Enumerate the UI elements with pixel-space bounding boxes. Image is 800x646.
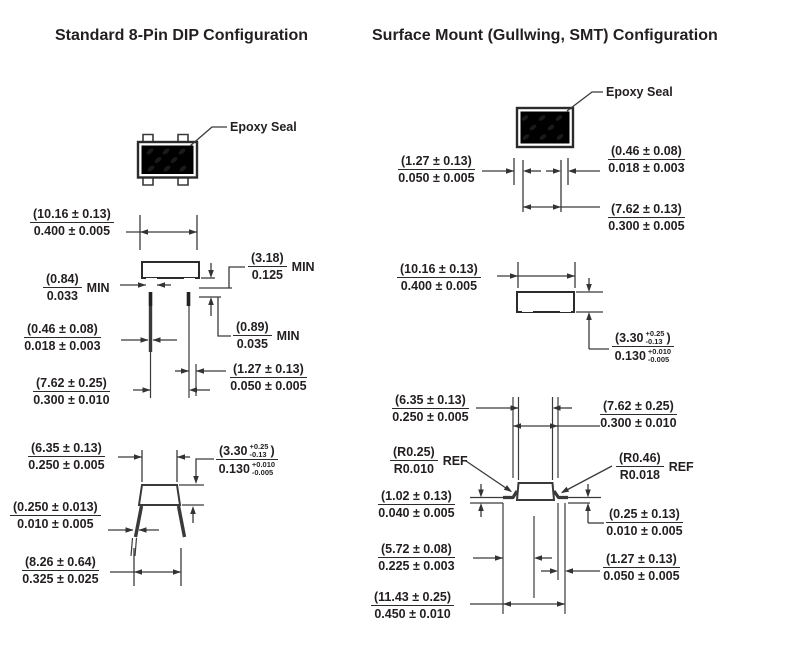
dim-dip-lead-length-min: (3.18)0.125 MIN [248,251,315,282]
dim-smt-bend-radius-inner: (R0.25)R0.010 REF [390,445,468,476]
smt-top-view [515,91,603,158]
dim-smt-standoff: (1.02 ± 0.13)0.040 ± 0.005 [378,489,455,520]
dip-end-view [130,484,187,557]
dip-top-view [136,126,227,186]
dim-smt-seating-width: (5.72 ± 0.08)0.225 ± 0.003 [378,542,455,573]
smt-side-view [497,262,609,350]
dim-dip-row-spacing: (7.62 ± 0.25)0.300 ± 0.010 [33,376,110,407]
dim-smt-lead-thickness: (0.46 ± 0.08)0.018 ± 0.003 [608,144,685,175]
smt-end-view [465,397,613,614]
smt-top-dims [482,158,600,212]
dim-dip-lead-width: (1.27 ± 0.13)0.050 ± 0.005 [230,362,307,393]
dim-dip-body-width: (10.16 ± 0.13)0.400 ± 0.005 [30,207,114,238]
epoxy-seal-label-smt: Epoxy Seal [606,85,673,99]
dim-smt-bend-radius-outer: (R0.46)R0.018 REF [616,451,694,482]
dim-smt-overall-span: (11.43 ± 0.25)0.450 ± 0.010 [371,590,455,621]
dim-smt-body-depth: (6.35 ± 0.13)0.250 ± 0.005 [392,393,469,424]
dip-dot-pattern [146,148,187,172]
dim-dip-shoulder-min: (0.84)0.033 MIN [43,272,110,303]
dim-dip-leg-thickness: (0.250 ± 0.013)0.010 ± 0.005 [10,500,101,531]
smt-dot-pattern [521,115,564,140]
dim-dip-lead-thickness: (0.46 ± 0.08)0.018 ± 0.003 [24,322,101,353]
dim-dip-lead-spread: (8.26 ± 0.64)0.325 ± 0.025 [22,555,99,586]
epoxy-seal-leader-dip [189,126,227,147]
dim-smt-pin-span: (7.62 ± 0.13)0.300 ± 0.005 [608,202,685,233]
dip-title: Standard 8-Pin DIP Configuration [55,27,309,44]
dim-smt-foot-thickness: (0.25 ± 0.13)0.010 ± 0.005 [606,507,683,538]
dim-dip-shoulder-gap-min: (0.89)0.035 MIN [233,320,300,351]
dim-dip-body-height: (3.30+0.25-0.13) 0.130+0.010-0.005 [216,443,278,476]
dim-smt-lead-span: (7.62 ± 0.25)0.300 ± 0.010 [600,399,677,430]
epoxy-seal-label-dip: Epoxy Seal [230,120,297,134]
dim-smt-foot-width: (1.27 ± 0.13)0.050 ± 0.005 [603,552,680,583]
dip-width-dim [126,215,198,250]
dim-smt-body-width: (10.16 ± 0.13)0.400 ± 0.005 [397,262,481,293]
dim-smt-pad-width: (1.27 ± 0.13)0.050 ± 0.005 [398,154,475,185]
smt-title: Surface Mount (Gullwing, SMT) Configurat… [372,27,718,44]
dip-side-dims [120,263,245,398]
dim-dip-body-depth: (6.35 ± 0.13)0.250 ± 0.005 [28,441,105,472]
dip-end-dims [108,450,214,586]
dim-smt-body-height: (3.30+0.25-0.13) 0.130+0.010-0.005 [612,330,674,363]
epoxy-seal-leader-smt [566,91,603,112]
dip-side-view [141,261,200,306]
